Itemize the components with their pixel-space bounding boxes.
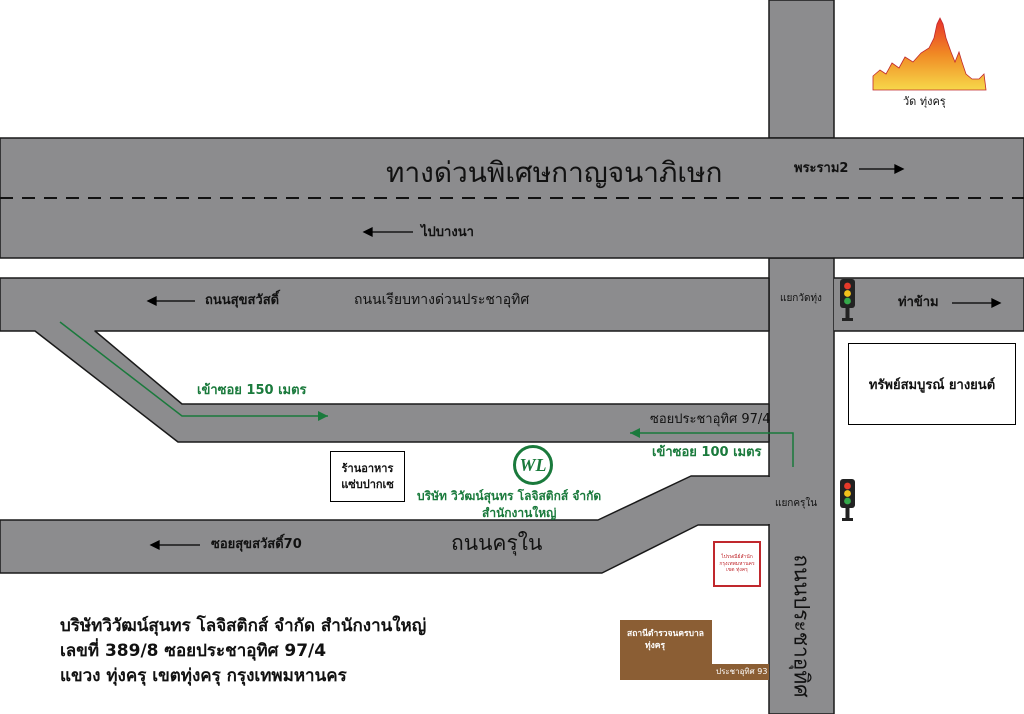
traffic-light-wat-thung-icon: [840, 279, 855, 321]
pracha-uthit-road-label: ถนนประชาอุทิศ: [789, 554, 814, 698]
krut-nai-road: [0, 475, 770, 574]
district-office-name-3: เขต ทุ่งครุ: [726, 567, 748, 574]
wat-thung-junction-label: แยกวัดทุ่ง: [780, 293, 822, 304]
soi-suksawat-70-label: ซอยสุขสวัสดิ์70: [211, 537, 302, 552]
police-station-block: [620, 620, 712, 680]
sapsombun-label: ทรัพย์สมบูรณ์ ยางยนต์: [868, 377, 996, 393]
route-100m-line: [630, 432, 794, 467]
suksawat-road-label: ถนนสุขสวัสดิ์: [205, 293, 280, 308]
address-line-2: เลขที่ 389/8 ซอยประชาอุทิศ 97/4: [60, 641, 327, 661]
sapsombun-box: ทรัพย์สมบูรณ์ ยางยนต์: [848, 343, 1016, 425]
soi-97-4-label: ซอยประชาอุทิศ 97/4: [650, 412, 771, 427]
pier-label: ท่าข้าม: [898, 295, 939, 310]
frontage-road: [0, 277, 770, 443]
restaurant-name-2: แซ่บปากเซ: [341, 477, 394, 491]
police-station-name: สถานีตำรวจนครบาล: [627, 629, 704, 639]
expressway-name: ทางด่วนพิเศษกาญจนาภิเษก: [386, 156, 723, 189]
to-rama2-label: พระราม2: [794, 161, 849, 176]
traffic-light-krut-nai-icon: [840, 479, 855, 521]
address-block: บริษัทวิวัฒน์สุนทร โลจิสติกส์ จำกัด สำนั…: [60, 614, 426, 689]
enter-150m-label: เข้าซอย 150 เมตร: [197, 383, 307, 398]
address-line-1: บริษัทวิวัฒน์สุนทร โลจิสติกส์ จำกัด สำนั…: [60, 616, 427, 636]
company-name-label: บริษัท วิวัฒน์สุนทร โลจิสติกส์ จำกัด: [417, 489, 602, 503]
temple-label: วัด ทุ่งครุ: [903, 95, 946, 108]
company-logo-text: WL: [519, 454, 547, 475]
frontage-road-label: ถนนเรียบทางด่วนประชาอุทิศ: [354, 292, 530, 308]
police-soi-label: ประชาอุทิศ 93: [716, 667, 768, 676]
restaurant-box: ร้านอาหาร แซ่บปากเซ: [330, 451, 405, 502]
krut-nai-road-label: ถนนครุใน: [451, 531, 543, 555]
to-bangna-label: ไปบางนา: [421, 225, 474, 240]
temple-icon: [872, 17, 987, 91]
police-station-name-2: ทุ่งครุ: [645, 641, 666, 651]
district-office-name-1: ไปรษณีย์สำนัก: [721, 554, 753, 561]
district-office-name-2: กรุงเทพมหานคร: [719, 560, 755, 567]
district-office-box: ไปรษณีย์สำนัก กรุงเทพมหานคร เขต ทุ่งครุ: [713, 541, 761, 587]
address-line-3: แขวง ทุ่งครุ เขตทุ่งครุ กรุงเทพมหานคร: [60, 666, 347, 686]
company-branch-label: สำนักงานใหญ่: [482, 506, 557, 520]
company-logo: WL: [513, 445, 553, 485]
police-station-strip: [710, 664, 769, 680]
krut-nai-junction-label: แยกครุใน: [775, 498, 818, 509]
restaurant-name-1: ร้านอาหาร: [341, 462, 394, 476]
route-150m-line: [59, 321, 328, 417]
expressway-road: [0, 137, 1024, 259]
enter-100m-label: เข้าซอย 100 เมตร: [652, 445, 762, 460]
direction-arrows: [146, 163, 1002, 551]
